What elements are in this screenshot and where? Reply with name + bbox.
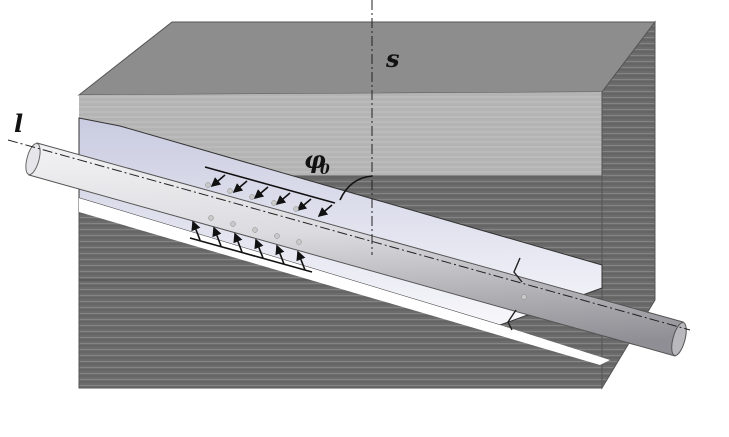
rod-end-right [671,322,687,356]
arrow [254,238,264,259]
lower-load-edge [189,237,313,273]
axis-l-label: l [14,109,23,138]
arrow [212,226,222,247]
axis-l-line [7,139,691,331]
angle-phi-label: φ [304,145,326,174]
arrow [275,244,285,265]
angle-phi-subscript: 0 [320,162,330,178]
arrow [191,220,201,241]
arrow [317,204,333,218]
upper-pressure-arrows [210,174,333,218]
axis-s-label: s [385,44,400,73]
lower-pressure-arrows [191,220,306,271]
arrow [275,192,291,206]
contact-points [205,182,302,245]
upper-load-edge [204,166,336,204]
channel-break-mark [513,257,523,283]
rod-end-left [25,142,41,176]
arrow [233,232,243,253]
arrow [232,180,248,194]
arrow [253,186,269,200]
contact-point [521,294,527,300]
arrow [296,198,312,212]
channel-break-mark [507,309,517,331]
arrow [210,174,226,188]
block-top-face [77,21,657,96]
borehole-lower-wall [79,198,610,365]
arrow [296,250,306,271]
angle-phi-leader [339,175,373,201]
